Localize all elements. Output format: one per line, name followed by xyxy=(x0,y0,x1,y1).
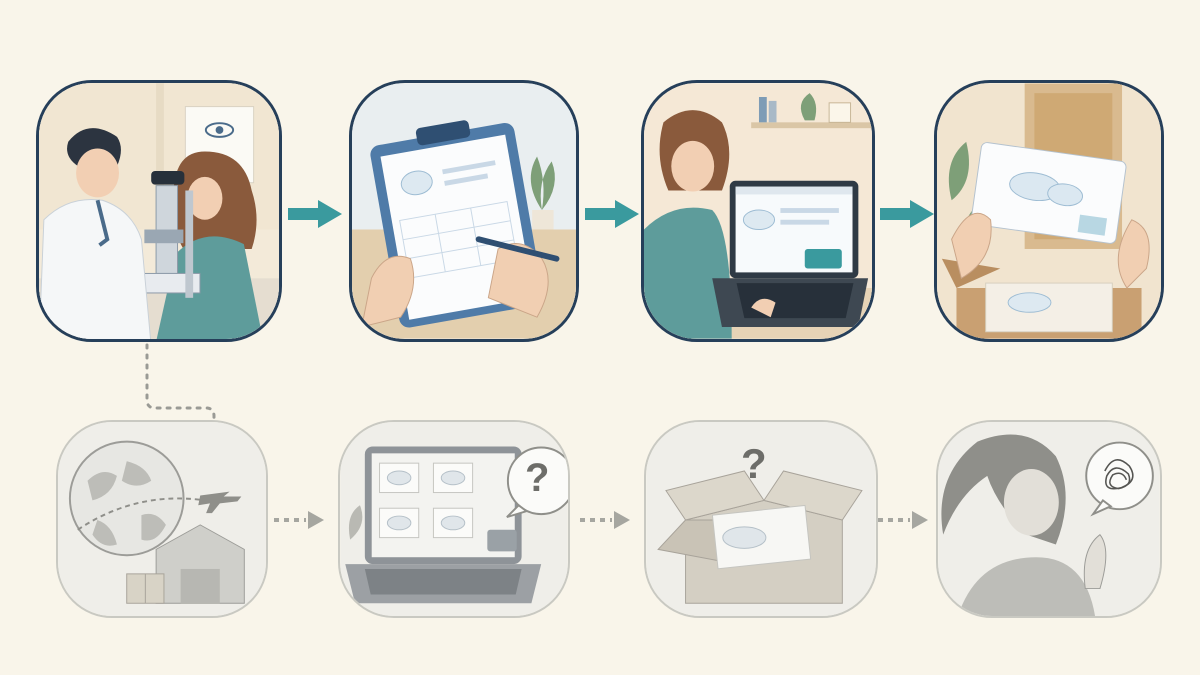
tangled-thought-illustration xyxy=(938,422,1160,616)
confused-person-panel xyxy=(936,420,1162,618)
uncertain-package-panel xyxy=(644,420,878,618)
dotted-arrow-right xyxy=(580,511,630,529)
dotted-arrow-right xyxy=(878,511,928,529)
step-arrow-right xyxy=(585,200,639,228)
open-box-illustration xyxy=(646,422,876,616)
question-mark: ? xyxy=(525,456,550,500)
step-eye-exam-panel xyxy=(36,80,282,342)
question-mark: ? xyxy=(741,440,767,487)
globe-warehouse-illustration xyxy=(58,422,266,616)
laptop-question-illustration xyxy=(340,422,568,616)
package-delivery-illustration xyxy=(937,83,1161,339)
laptop-order-illustration xyxy=(644,83,872,339)
step-arrow-right xyxy=(880,200,934,228)
prescription-illustration xyxy=(352,83,576,339)
dotted-arrow-right xyxy=(274,511,324,529)
step-prescription-panel xyxy=(349,80,579,342)
step-online-order-panel xyxy=(641,80,875,342)
overseas-shipping-panel xyxy=(56,420,268,618)
uncertain-shop-panel xyxy=(338,420,570,618)
step-delivery-panel xyxy=(934,80,1164,342)
eye-exam-illustration xyxy=(39,83,279,339)
step-arrow-right xyxy=(288,200,342,228)
